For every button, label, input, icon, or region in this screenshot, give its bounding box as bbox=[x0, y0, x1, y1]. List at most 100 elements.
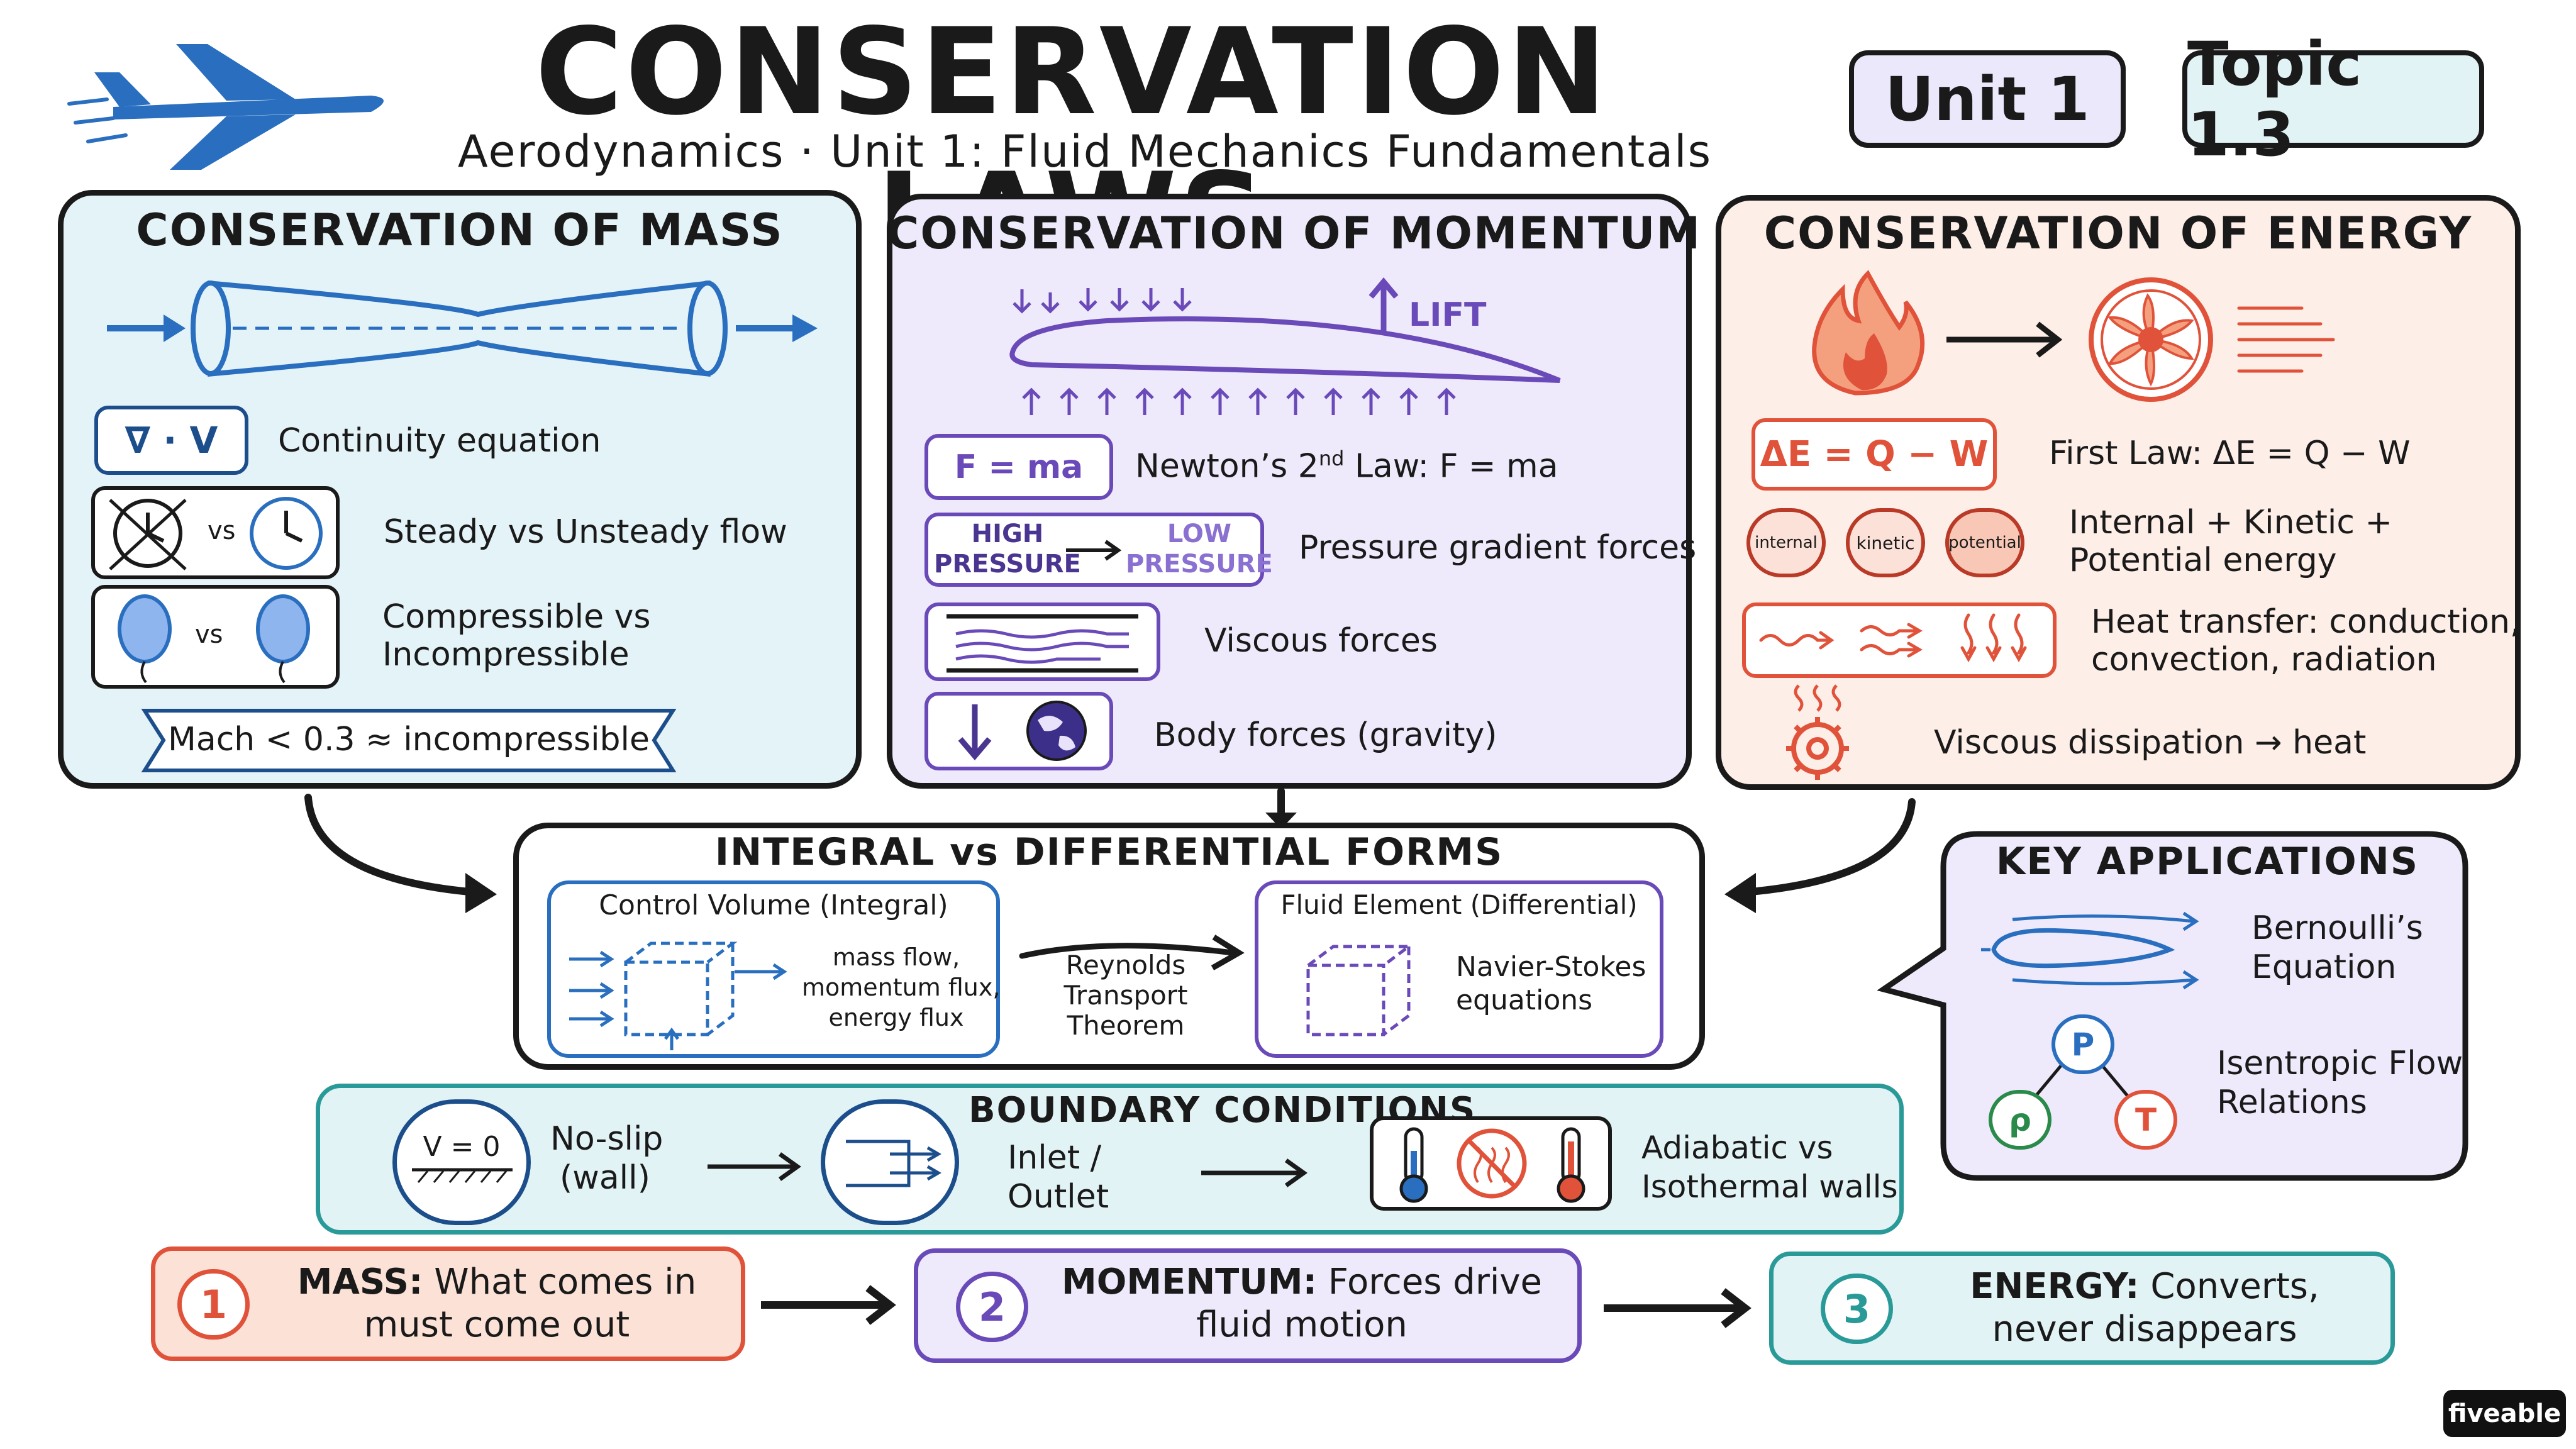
rtt-arrow-icon bbox=[1019, 935, 1245, 970]
pressure-node: P bbox=[2051, 1014, 2114, 1074]
summary-mass-box bbox=[151, 1246, 745, 1361]
pressure-arrow-icon bbox=[1066, 540, 1122, 561]
brand-logo[interactable]: fiveable bbox=[2443, 1390, 2566, 1437]
mach-label: Mach < 0.3 ≈ incompressible bbox=[167, 721, 650, 758]
internal-label: internal bbox=[1755, 533, 1818, 552]
ike-line2: Potential energy bbox=[2069, 541, 2337, 579]
fe-title: Fluid Element (Differential) bbox=[1280, 889, 1638, 920]
lift-label: LIFT bbox=[1409, 296, 1487, 334]
clocks-icon bbox=[109, 497, 323, 570]
bernoulli-icon bbox=[1981, 911, 2199, 990]
fma-box-label: F = ma bbox=[954, 448, 1084, 486]
adiabatic-line2: Isothermal walls bbox=[1641, 1169, 1898, 1205]
unit-badge: Unit 1 bbox=[1849, 50, 2126, 148]
divergence-symbol: ∇ · V bbox=[125, 419, 218, 462]
rtt-line3: Theorem bbox=[1067, 1010, 1185, 1041]
summary-momentum-number: 2 bbox=[978, 1284, 1006, 1330]
ns-line2: equations bbox=[1456, 984, 1593, 1016]
summary-momentum-line2: fluid motion bbox=[1196, 1304, 1407, 1345]
kinetic-label: kinetic bbox=[1856, 532, 1915, 553]
v0-label: V = 0 bbox=[423, 1131, 501, 1163]
summary-energy-line2: never disappears bbox=[1992, 1309, 2297, 1350]
ike-line1: Internal + Kinetic + bbox=[2069, 504, 2393, 541]
body-forces-label: Body forces (gravity) bbox=[1154, 716, 1497, 754]
low-line1: LOW bbox=[1167, 519, 1232, 548]
compressible-line2: Incompressible bbox=[382, 636, 630, 674]
potential-label: potential bbox=[1948, 533, 2021, 552]
bernoulli-line1: Bernoulli’s bbox=[2251, 909, 2423, 947]
cv-line1: mass flow, bbox=[832, 943, 960, 971]
adiabatic-line1: Adiabatic vs bbox=[1641, 1130, 1833, 1166]
summary-energy-number-circle: 3 bbox=[1821, 1274, 1893, 1344]
summary-energy-line1: ENERGY: Converts, bbox=[1912, 1265, 2377, 1307]
unit-badge-label: Unit 1 bbox=[1885, 64, 2090, 135]
high-line2: PRESSURE bbox=[934, 550, 1081, 579]
wall-hatch-icon bbox=[412, 1168, 513, 1183]
potential-circle: potential bbox=[1945, 508, 2024, 577]
bc-arrow-1 bbox=[708, 1152, 802, 1181]
heat-line2: convection, radiation bbox=[2091, 641, 2437, 679]
noslip-circle bbox=[392, 1099, 531, 1225]
summary-energy-number: 3 bbox=[1843, 1285, 1871, 1332]
heat-transfer-box bbox=[1742, 602, 2057, 678]
ns-line1: Navier-Stokes bbox=[1456, 951, 1646, 983]
inlet-pipe-icon bbox=[846, 1140, 941, 1187]
boundary-panel bbox=[316, 1084, 1904, 1235]
inlet-circle bbox=[821, 1099, 959, 1225]
summary-mass-line1: MASS: What comes in bbox=[277, 1261, 717, 1303]
noslip-line2: (wall) bbox=[560, 1159, 650, 1197]
airfoil-icon bbox=[1009, 277, 1561, 415]
noslip-line1: No-slip bbox=[550, 1120, 663, 1158]
summary-momentum-rest: Forces drive bbox=[1316, 1262, 1542, 1302]
summary-arrow-2 bbox=[1604, 1288, 1752, 1328]
gear-heat-icon bbox=[1786, 684, 1849, 780]
isentropic-line1: Isentropic Flow bbox=[2217, 1045, 2463, 1082]
rtt-line1: Reynolds bbox=[1065, 950, 1186, 980]
pressure-node-label: P bbox=[2071, 1026, 2095, 1063]
density-node: ρ bbox=[1989, 1090, 2051, 1150]
high-line1: HIGH bbox=[971, 519, 1044, 548]
inlet-line2: Outlet bbox=[1008, 1178, 1109, 1216]
temperature-node-label: T bbox=[2135, 1101, 2157, 1138]
brand-label: fiveable bbox=[2448, 1399, 2562, 1428]
delta-e-box: ΔE = Q − W bbox=[1752, 418, 1997, 491]
control-volume-icon bbox=[569, 941, 787, 1050]
internal-circle: internal bbox=[1746, 508, 1826, 577]
summary-mass-number-circle: 1 bbox=[177, 1269, 250, 1340]
heat-transfer-icon bbox=[1759, 613, 2027, 663]
newton-text-post: Law: F = ma bbox=[1344, 447, 1558, 486]
viscous-label: Viscous forces bbox=[1204, 622, 1438, 660]
viscous-dissipation-label: Viscous dissipation → heat bbox=[1934, 724, 2367, 762]
compressible-line1: Compressible vs bbox=[382, 598, 651, 636]
cv-line3: energy flux bbox=[828, 1004, 964, 1031]
inlet-line1: Inlet / bbox=[1008, 1139, 1102, 1177]
fluid-element-box bbox=[1255, 880, 1663, 1058]
topic-badge-label: Topic 1.3 bbox=[2187, 28, 2362, 170]
forms-title: INTEGRAL vs DIFFERENTIAL FORMS bbox=[714, 830, 1504, 874]
bc-arrow-2 bbox=[1201, 1158, 1308, 1187]
newton-superscript: nd bbox=[1318, 447, 1345, 470]
temperature-node: T bbox=[2114, 1090, 2177, 1150]
mass-title: CONSERVATION OF MASS bbox=[136, 204, 784, 256]
continuity-label: Continuity equation bbox=[278, 422, 601, 460]
topic-badge: Topic 1.3 bbox=[2182, 29, 2484, 170]
divergence-box: ∇ · V bbox=[94, 406, 248, 475]
summary-momentum-number-circle: 2 bbox=[956, 1272, 1028, 1342]
thermometers-icon bbox=[1399, 1127, 1585, 1203]
nozzle-icon bbox=[107, 280, 818, 377]
summary-mass-number: 1 bbox=[199, 1281, 228, 1328]
fluid-element-icon bbox=[1306, 945, 1414, 1036]
rtt-line2: Transport bbox=[1063, 980, 1188, 1011]
isentropic-line2: Relations bbox=[2217, 1084, 2367, 1121]
balloons-vs: vs bbox=[195, 620, 223, 649]
applications-title: KEY APPLICATIONS bbox=[1996, 840, 2419, 884]
pressure-label: Pressure gradient forces bbox=[1299, 529, 1697, 567]
density-node-label: ρ bbox=[2009, 1101, 2031, 1138]
summary-mass-line2: must come out bbox=[364, 1304, 630, 1345]
newton-text-pre: Newton’s 2 bbox=[1135, 447, 1319, 486]
mach-ribbon bbox=[141, 709, 677, 772]
